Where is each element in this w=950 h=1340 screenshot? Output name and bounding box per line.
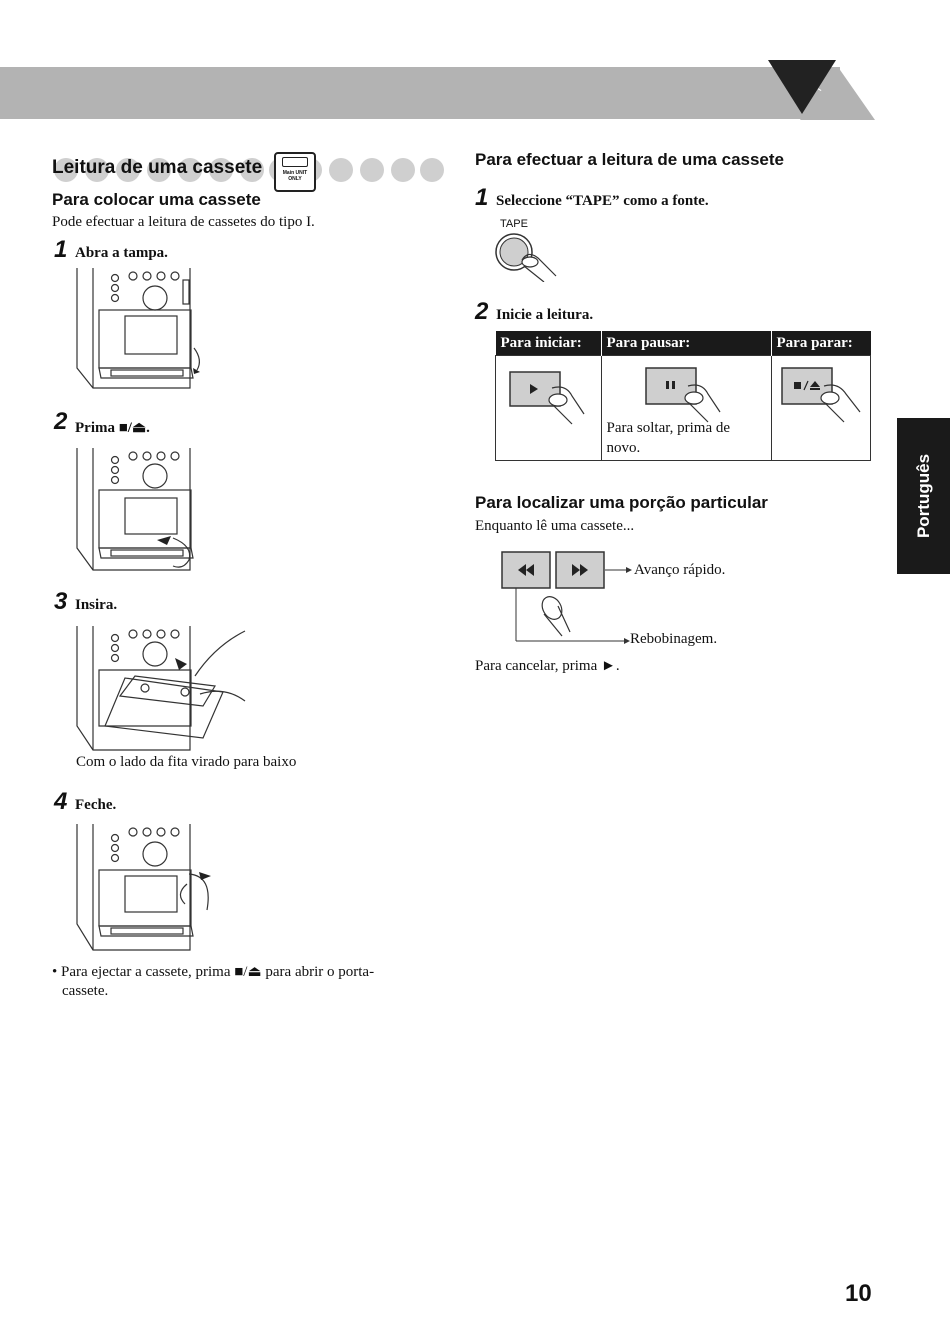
decor-dot [85,158,109,182]
decor-dot [240,158,264,182]
stop-eject-button[interactable] [780,366,870,436]
eject-illustration [76,448,194,571]
insert-title: Para colocar uma cassete [52,190,261,209]
pause-note-line: novo. [606,440,641,456]
main-unit-only-label: Main UNIT ONLY [282,170,308,182]
start-cell [495,355,602,461]
decor-dot [147,158,171,182]
rew-label: Rebobinagem. [630,631,718,647]
insert-illustration [76,626,246,751]
step-label: Prima ■/⏏. [75,420,150,436]
step-label: Inicie a leitura. [496,307,594,323]
play-title: Para efectuar a leitura de uma cassete [475,150,784,169]
play-button[interactable] [508,366,588,436]
stop-cell [770,355,871,461]
section-title: Leitura de uma cassete [52,157,263,178]
eject-note: • Para ejectar a cassete, prima ■/⏏ para… [52,964,375,980]
decor-dot [116,158,140,182]
cancel-note: Para cancelar, prima ►. [475,658,620,674]
header-start: Para iniciar: [495,331,602,356]
pause-note: Para soltar, prima de novo. [607,418,731,458]
step-label: Seleccione “TAPE” como a fonte. [496,193,709,209]
step-number: 2 [54,408,68,435]
language-tab-label: Português [913,453,933,539]
insert-caption: Com o lado da fita virado para baixo [76,754,297,770]
header-banner [0,67,840,119]
pause-button[interactable] [644,366,724,436]
open-cover-illustration [76,268,200,389]
step-number: 3 [54,588,68,615]
step-number: 4 [54,788,68,815]
step-number: 1 [54,236,68,263]
main-unit-only-badge: Main UNIT ONLY [274,152,316,192]
tape-button[interactable] [494,232,564,282]
search-buttons-illustration [501,551,632,644]
tape-button-label: TAPE [500,218,528,230]
step-number: 2 [475,298,489,325]
decor-dot [420,158,444,182]
decor-dot [360,158,384,182]
pause-cell: Para soltar, prima de novo. [600,355,772,461]
step-label: Insira. [75,597,118,613]
language-tab: Português [897,418,950,574]
decor-dot [329,158,353,182]
page-number: 10 [845,1280,872,1307]
control-table: Para iniciar: Para pausar: Para parar: [495,331,871,461]
pause-note-line: Para soltar, prima de [606,420,731,436]
decor-dot [54,158,78,182]
insert-intro: Pode efectuar a leitura de cassetes do t… [52,214,315,230]
header-stop: Para parar: [771,331,871,356]
step-label: Feche. [75,797,117,813]
ff-label: Avanço rápido. [634,562,726,578]
step-number: 1 [475,184,489,211]
decor-dot [391,158,415,182]
step-label: Abra a tampa. [75,245,168,261]
header-triangle-icon [768,60,875,120]
locate-intro: Enquanto lê uma cassete... [475,518,635,534]
eject-note-continued: cassete. [62,983,109,999]
close-illustration [76,824,211,951]
decor-dot [209,158,233,182]
locate-title: Para localizar uma porção particular [475,493,768,512]
header-pause: Para pausar: [601,331,772,356]
decor-dot [178,158,202,182]
